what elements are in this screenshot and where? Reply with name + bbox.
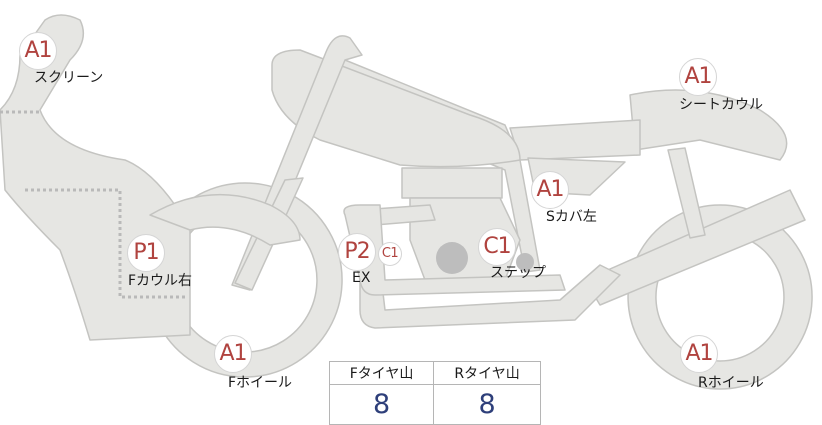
front-wheel-grade-badge: A1 [214, 335, 252, 373]
front-tread-header: Fタイヤ山 [328, 361, 435, 385]
rear-tread-header: Rタイヤ山 [433, 361, 541, 385]
tire-tread-table: Fタイヤ山 Rタイヤ山 8 8 [328, 361, 541, 425]
exhaust-pipe-inner-shape [343, 204, 566, 296]
exhaust-grade-badge: P2 [338, 233, 376, 271]
rear-shock-shape [667, 147, 706, 239]
seat-cowl-grade-badge: A1 [679, 58, 717, 96]
damage-marker [516, 253, 534, 271]
step-label: ステップ [490, 265, 546, 281]
screen-grade-badge: A1 [19, 32, 57, 70]
seat-cowl-label: シートカウル [679, 97, 763, 113]
front-tread-value: 8 [328, 384, 435, 425]
front-cowl-right-grade-badge: P1 [127, 234, 165, 272]
front-fender-shape [149, 193, 301, 246]
exhaust-label: EX [352, 270, 371, 286]
front-wheel-label: Fホイール [228, 375, 293, 391]
rear-wheel-grade-badge: A1 [680, 335, 718, 373]
cowl-section-line [25, 188, 185, 299]
damage-marker [436, 242, 468, 274]
exhaust-extra-grade-badge: C1 [378, 242, 402, 266]
seat-shape [509, 119, 641, 161]
side-cover-left-label: Sカバ左 [546, 209, 597, 225]
screen-label: スクリーン [34, 70, 104, 86]
rear-tread-value: 8 [433, 384, 541, 425]
step-grade-badge: C1 [478, 228, 516, 266]
engine-head-shape [401, 167, 503, 199]
rear-wheel-label: Rホイール [698, 375, 764, 391]
side-cover-left-grade-badge: A1 [531, 171, 569, 209]
front-cowl-right-label: Fカウル右 [128, 273, 193, 289]
